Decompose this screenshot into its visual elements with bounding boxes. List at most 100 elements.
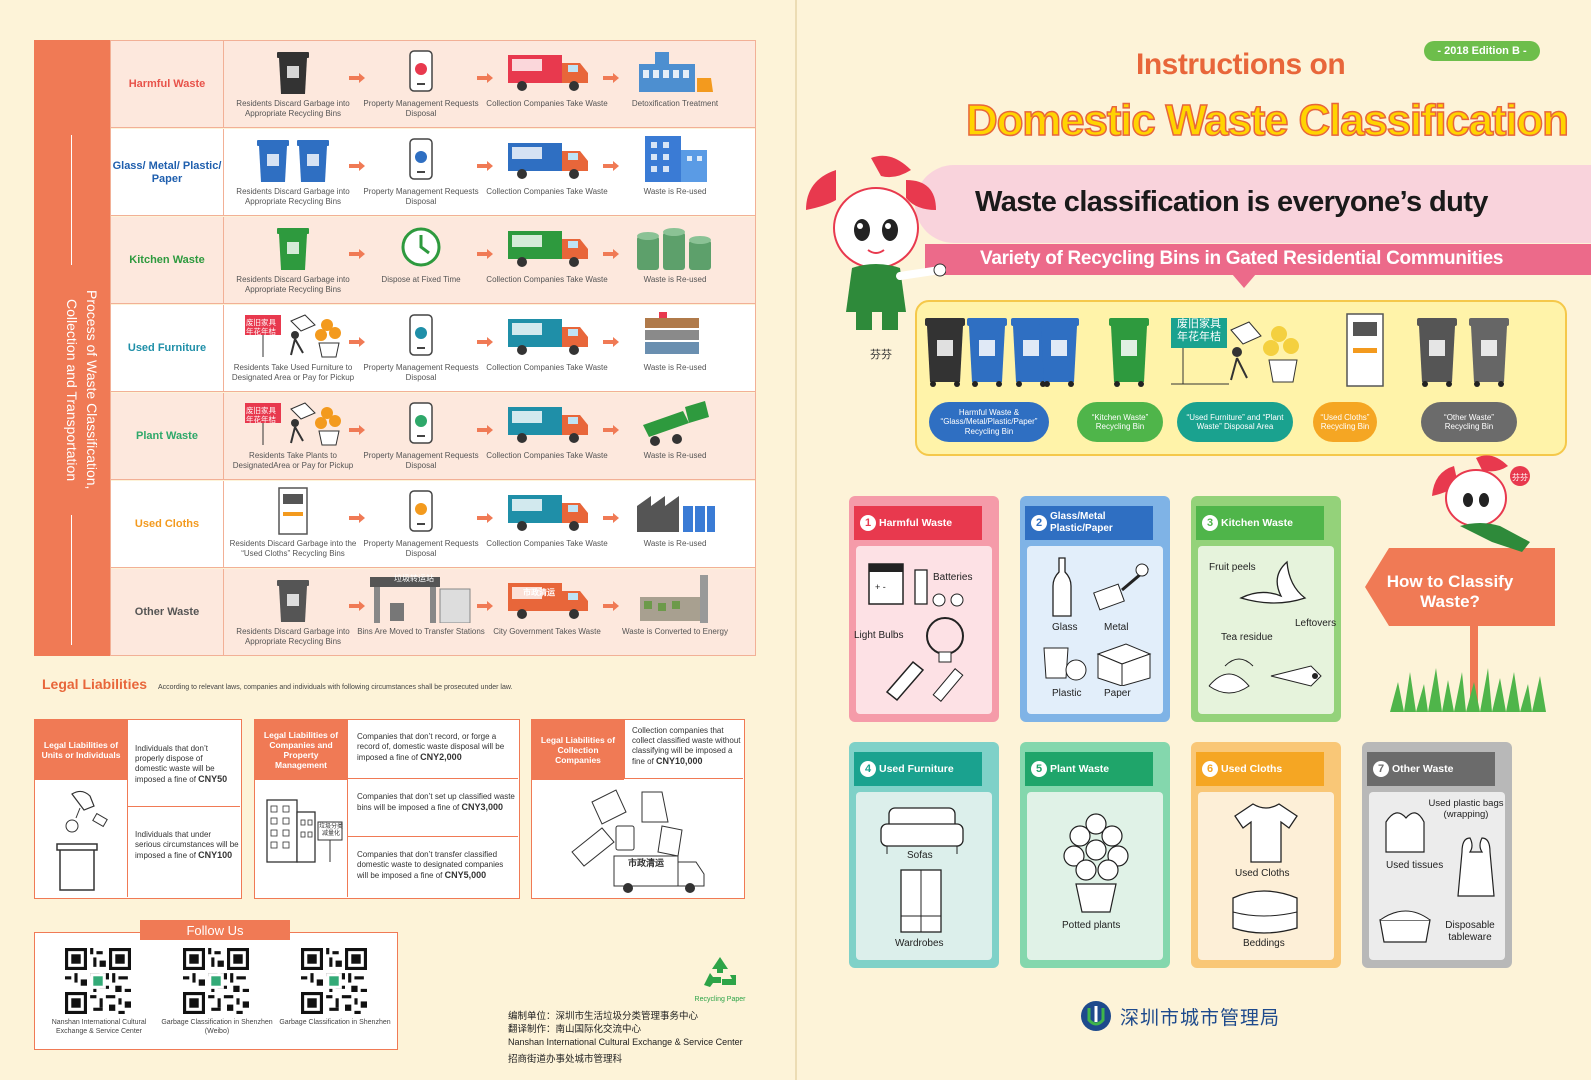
item-label: Used tissues: [1386, 860, 1444, 871]
step-caption: Collection Companies Take Waste: [486, 99, 608, 108]
variety-band: [925, 244, 1591, 275]
step-illustration-icon: [357, 45, 485, 97]
request-step: Property Management Requests Disposal: [357, 309, 485, 389]
step-illustration-icon: [611, 45, 739, 97]
legal-box-head: Legal Liabilities of Collection Companie…: [532, 720, 624, 780]
sign-label: 垃圾分类 减量化: [318, 824, 343, 837]
discard-step: Residents Discard Garbage into Appropria…: [229, 45, 357, 125]
step-illustration-icon: [357, 221, 485, 273]
bin-type-pill: “Used Furniture” and “Plant Waste” Dispo…: [1177, 402, 1293, 442]
step-illustration-icon: [483, 45, 611, 97]
step-caption: Collection Companies Take Waste: [486, 539, 608, 548]
process-sidebar: Process of Waste Classification, Collect…: [34, 40, 110, 656]
recycle-icon: [704, 957, 736, 987]
step-illustration-icon: [229, 309, 357, 361]
item-label: Used plastic bags (wrapping): [1428, 798, 1504, 820]
step-caption: Collection Companies Take Waste: [486, 363, 608, 372]
battery-pack-icon: + -: [868, 563, 904, 605]
grass-icon: [1390, 668, 1546, 712]
page-fold: [795, 0, 797, 1080]
step-caption: Waste is Re-used: [643, 363, 707, 372]
collect-step: Collection Companies Take Waste: [483, 309, 611, 389]
item-label: Beddings: [1243, 938, 1285, 949]
legal-box-individuals: Legal Liabilities of Units or Individual…: [34, 719, 242, 899]
item-label: Fruit peels: [1209, 562, 1256, 573]
step-caption: Collection Companies Take Waste: [486, 187, 608, 196]
treat-step: Detoxification Treatment: [611, 45, 739, 125]
sign-post: [1470, 620, 1478, 710]
sofa-icon: [880, 807, 964, 854]
bureau-emblem-icon: [1081, 1001, 1111, 1031]
bin-type-pill: “Other Waste” Recycling Bin: [1421, 402, 1517, 442]
follow-box: Nanshan International Cultural Exchange …: [34, 932, 398, 1050]
legal-item: Individuals that under serious circumsta…: [135, 830, 239, 860]
disposable-box-icon: [1379, 910, 1431, 943]
request-step: Property Management Requests Disposal: [357, 45, 485, 125]
step-caption: Property Management Requests Disposal: [363, 187, 479, 206]
legal-box-companies: Legal Liabilities of Companies and Prope…: [254, 719, 520, 899]
qr-caption: Nanshan International Cultural Exchange …: [51, 1019, 147, 1035]
step-illustration-icon: [611, 397, 739, 449]
step-caption: Residents Discard Garbage into the “Used…: [229, 539, 357, 558]
step-illustration-icon: [611, 309, 739, 361]
treat-step: Waste is Re-used: [611, 133, 739, 213]
process-category: Used Furniture: [111, 305, 224, 392]
step-caption: Residents Discard Garbage into Appropria…: [236, 99, 350, 118]
furniture-area-sign: 废旧家具 年花年桔: [246, 318, 276, 336]
treat-step: Waste is Converted to Energy: [611, 573, 739, 653]
how-to-classify-sign: How to Classify Waste?: [1386, 572, 1514, 611]
legal-note: According to relevant laws, companies an…: [158, 684, 513, 691]
paper-box-icon: [1096, 643, 1152, 686]
step-illustration-icon: [357, 309, 485, 361]
treat-step: Waste is Re-used: [611, 309, 739, 389]
step-caption: Waste is Re-used: [643, 275, 707, 284]
legal-item: Individuals that don’t properly dispose …: [135, 744, 228, 784]
plastic-items-icon: [1043, 647, 1087, 681]
recycling-bin-icon: [1037, 312, 1081, 388]
step-caption: Waste is Re-used: [643, 187, 707, 196]
bedding-icon: [1232, 890, 1298, 934]
collect-step: Collection Companies Take Waste: [483, 485, 611, 565]
discard-step: Residents Take Used Furniture to Designa…: [229, 309, 357, 389]
item-label: Metal: [1104, 622, 1129, 633]
qr-code-icon[interactable]: [65, 948, 131, 1014]
step-caption: Property Management Requests Disposal: [363, 539, 479, 558]
variety-heading: Variety of Recycling Bins in Gated Resid…: [980, 248, 1504, 269]
step-illustration-icon: [229, 45, 357, 97]
bin-type-pill: Harmful Waste & “Glass/Metal/Plastic/Pap…: [929, 402, 1049, 442]
collection-illustration-icon: [571, 789, 705, 893]
recycling-bin-icon: [1415, 312, 1459, 388]
step-illustration-icon: [483, 397, 611, 449]
item-label: Plastic: [1052, 688, 1082, 699]
follow-title: Follow Us: [140, 920, 290, 940]
step-caption: Bins Are Moved to Transfer Stations: [357, 627, 485, 636]
recycling-bin-icon: [1107, 312, 1151, 388]
process-category: Kitchen Waste: [111, 217, 224, 304]
process-category: Plant Waste: [111, 393, 224, 480]
variety-pointer: [1232, 274, 1256, 288]
item-label: Paper: [1104, 688, 1131, 699]
discard-illustration-icon: [56, 790, 108, 891]
edition-badge: - 2018 Edition B -: [1424, 41, 1540, 61]
item-label: Disposable tableware: [1445, 920, 1495, 943]
qr-code-icon[interactable]: [183, 948, 249, 1014]
truck-label: 市政清运: [627, 858, 664, 868]
recycling-paper-mark: Recycling Paper: [690, 955, 750, 1005]
qr-code-icon[interactable]: [301, 948, 367, 1014]
process-category: Used Cloths: [111, 481, 224, 568]
item-label: Light Bulbs: [854, 630, 904, 641]
metal-tools-icon: [1093, 563, 1149, 611]
potted-plant-icon: [1063, 813, 1129, 913]
step-caption: Property Management Requests Disposal: [363, 451, 479, 470]
collect-step: Collection Companies Take Waste: [483, 45, 611, 125]
recycling-bin-icon: [1467, 312, 1511, 388]
mascot-name: 芬芬: [870, 349, 892, 361]
